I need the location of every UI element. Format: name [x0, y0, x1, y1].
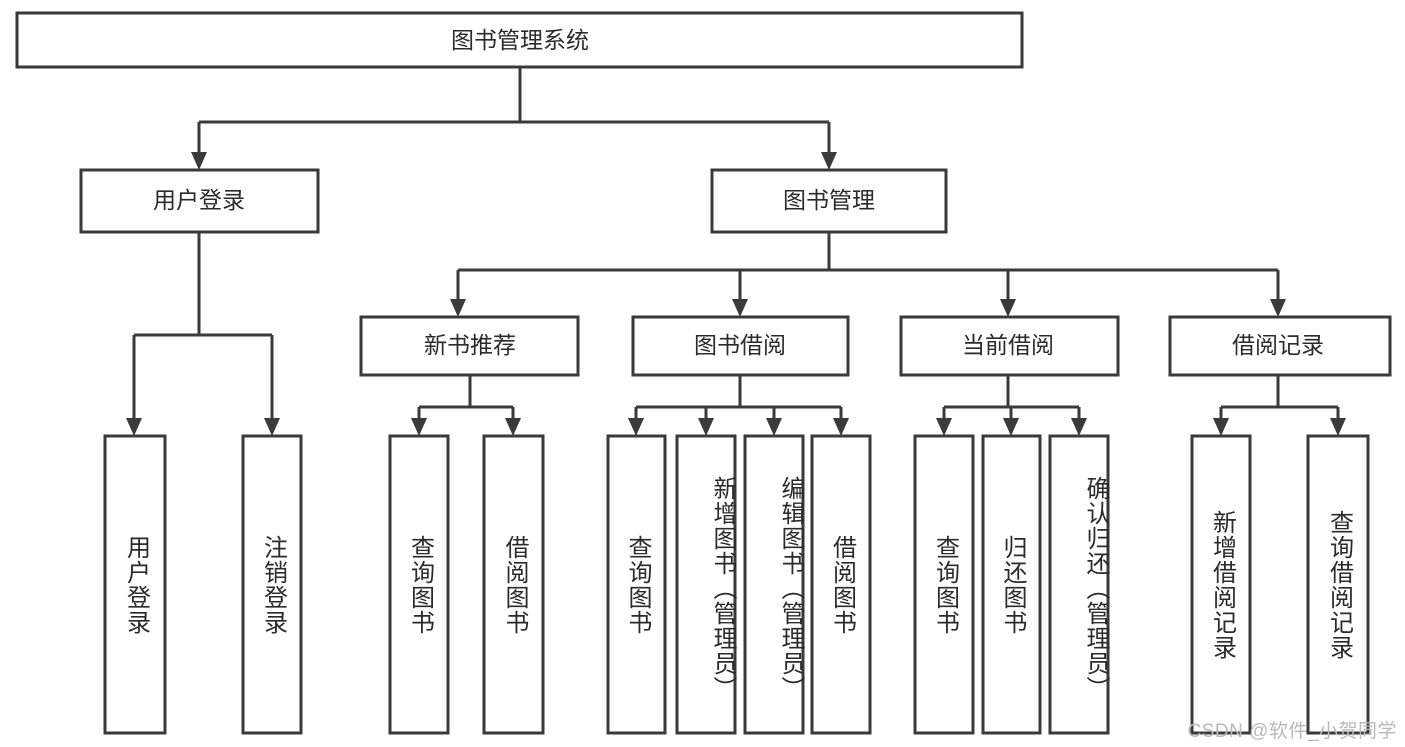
leaf-box[interactable]: [606, 434, 667, 735]
node-root-label: 图书管理系统: [451, 27, 589, 53]
leaf-box[interactable]: [1190, 434, 1252, 735]
connector-bookborrow-to-leaves: [628, 375, 849, 436]
leaf-box[interactable]: [1306, 434, 1370, 735]
node-book-borrow[interactable]: 图书借阅: [631, 315, 850, 377]
leaf-box-group-new-book-recommend: [388, 434, 545, 735]
connector-bookmgmt-to-level3: [450, 232, 1286, 317]
leaf-box[interactable]: [388, 434, 450, 735]
node-current-borrow-label: 当前借阅: [962, 332, 1054, 358]
node-current-borrow[interactable]: 当前借阅: [899, 315, 1120, 377]
connector-newbook-to-leaves: [411, 375, 521, 436]
node-borrow-record[interactable]: 借阅记录: [1168, 315, 1392, 377]
node-new-book-recommend-label: 新书推荐: [424, 332, 516, 358]
node-book-borrow-label: 图书借阅: [694, 332, 786, 358]
leaf-box[interactable]: [241, 434, 303, 735]
connector-root-to-level2: [191, 67, 837, 170]
leaf-box[interactable]: [482, 434, 545, 735]
leaf-box-group-current-borrow: [913, 434, 1110, 735]
watermark-text: CSDN @软件_小贺同学: [1187, 721, 1397, 742]
node-user-login-label: 用户登录: [153, 187, 245, 213]
node-new-book-recommend[interactable]: 新书推荐: [359, 315, 580, 377]
node-book-management-label: 图书管理: [783, 187, 875, 213]
node-borrow-record-label: 借阅记录: [1232, 332, 1324, 358]
leaf-box[interactable]: [981, 434, 1042, 735]
leaf-box[interactable]: [810, 434, 872, 735]
leaf-box[interactable]: [1048, 434, 1110, 735]
leaf-box-group-user-login: [103, 434, 303, 735]
leaf-box-group-borrow-record: [1190, 434, 1370, 735]
leaf-box[interactable]: [743, 434, 805, 735]
node-book-management[interactable]: 图书管理: [710, 168, 948, 234]
connector-borrowrecord-to-leaves: [1213, 375, 1346, 436]
node-user-login[interactable]: 用户登录: [79, 168, 320, 234]
leaf-box[interactable]: [675, 434, 737, 735]
leaf-box[interactable]: [913, 434, 975, 735]
leaf-box[interactable]: [103, 434, 167, 735]
connector-userlogin-to-leaves: [126, 232, 280, 436]
connector-currentborrow-to-leaves: [936, 375, 1087, 436]
leaf-box-group-book-borrow: [606, 434, 872, 735]
node-root-system[interactable]: 图书管理系统: [15, 11, 1024, 69]
